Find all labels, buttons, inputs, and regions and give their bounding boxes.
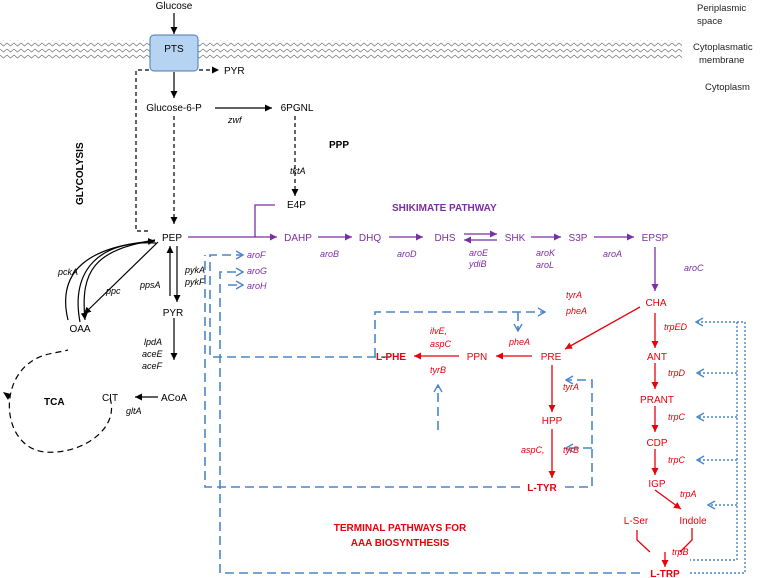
metabolite-hpp: HPP bbox=[542, 416, 563, 427]
trp-feedback-lines bbox=[690, 322, 746, 574]
glycolysis-arrows bbox=[8, 13, 299, 453]
gene-aroa: aroA bbox=[603, 249, 622, 259]
gene-trpa: trpA bbox=[680, 489, 697, 499]
metabolite-ltyr: L-TYR bbox=[527, 483, 557, 494]
gene-glta: gltA bbox=[126, 406, 142, 416]
metabolite-lser: L-Ser bbox=[624, 516, 649, 527]
gene-arob: aroB bbox=[320, 249, 339, 259]
metabolite-pyr: PYR bbox=[163, 308, 184, 319]
gene-phea: pheA bbox=[508, 337, 530, 347]
gene-arod: aroD bbox=[397, 249, 417, 259]
terminal-arrows bbox=[414, 306, 693, 567]
tca-label: TCA bbox=[44, 397, 65, 408]
metabolite-indole: Indole bbox=[679, 516, 707, 527]
metabolite-prant: PRANT bbox=[640, 395, 674, 406]
metabolite-ltrp: L-TRP bbox=[650, 569, 680, 578]
gene-ppsa: ppsA bbox=[139, 280, 161, 290]
gene-tyrb2: tyrB bbox=[563, 445, 579, 455]
gene-tyrb: tyrB bbox=[430, 365, 446, 375]
gene-aroh: aroH bbox=[247, 281, 267, 291]
metabolite-dhq: DHQ bbox=[359, 233, 381, 244]
gene-arol: aroL bbox=[536, 260, 554, 270]
gene-arog: aroG bbox=[247, 266, 267, 276]
gene-acef: aceF bbox=[142, 361, 163, 371]
pts-transporter bbox=[149, 34, 199, 72]
gene-trpc2: trpC bbox=[668, 455, 686, 465]
gene-trpd: trpD bbox=[668, 368, 686, 378]
shikimate-arrows bbox=[188, 204, 659, 291]
metabolite-ppn: PPN bbox=[467, 352, 488, 363]
gene-zwf: zwf bbox=[227, 115, 243, 125]
gene-ydib: ydiB bbox=[468, 259, 487, 269]
metabolite-igp: IGP bbox=[648, 479, 666, 490]
svg-text:space: space bbox=[697, 16, 722, 27]
metabolite-epsp: EPSP bbox=[642, 233, 669, 244]
ppp-label: PPP bbox=[329, 140, 349, 151]
region-periplasm: Periplasmic space bbox=[697, 3, 746, 27]
metabolite-cha: CHA bbox=[645, 298, 666, 309]
metabolite-pyr-top: PYR bbox=[224, 66, 245, 77]
metabolite-e4p: E4P bbox=[287, 200, 306, 211]
gene-phea-top: pheA bbox=[565, 306, 587, 316]
gene-lpda: lpdA bbox=[144, 337, 162, 347]
gene-arof: aroF bbox=[247, 250, 266, 260]
terminal-label-line2: AAA BIOSYNTHESIS bbox=[351, 538, 450, 549]
gene-trpb: trpB bbox=[672, 547, 689, 557]
gene-tyra-top: tyrA bbox=[566, 290, 582, 300]
membrane-band bbox=[0, 40, 682, 59]
metabolite-pep: PEP bbox=[162, 233, 182, 244]
pts-label: PTS bbox=[164, 44, 184, 55]
metabolite-cdp: CDP bbox=[646, 438, 667, 449]
svg-text:Cytoplasmatic: Cytoplasmatic bbox=[693, 42, 753, 53]
gene-aroe: aroE bbox=[469, 248, 489, 258]
gene-aroc: aroC bbox=[684, 263, 704, 273]
metabolite-oaa: OAA bbox=[69, 324, 90, 335]
metabolite-dhs: DHS bbox=[434, 233, 455, 244]
gene-trped: trpED bbox=[664, 322, 688, 332]
gene-pyka: pykA bbox=[184, 265, 205, 275]
feedback-lines bbox=[204, 255, 640, 574]
gene-pcka: pckA bbox=[57, 267, 78, 277]
metabolite-glucose: Glucose bbox=[156, 1, 193, 12]
gene-trpc1: trpC bbox=[668, 412, 686, 422]
gene-acee: aceE bbox=[142, 349, 164, 359]
gene-arok: aroK bbox=[536, 248, 556, 258]
gene-ilve: ilvE, bbox=[430, 326, 447, 336]
metabolite-dahp: DAHP bbox=[284, 233, 312, 244]
shikimate-label: SHIKIMATE PATHWAY bbox=[392, 203, 497, 214]
tca-arrowhead bbox=[3, 392, 11, 400]
gene-aspc: aspC bbox=[430, 339, 452, 349]
gene-tyra: tyrA bbox=[563, 382, 579, 392]
metabolite-ant: ANT bbox=[647, 352, 667, 363]
metabolite-pre: PRE bbox=[541, 352, 562, 363]
metabolite-cit: CIT bbox=[102, 393, 118, 404]
gene-pykf: pykF bbox=[184, 277, 205, 287]
metabolite-shk: SHK bbox=[505, 233, 526, 244]
terminal-label-line1: TERMINAL PATHWAYS FOR bbox=[334, 523, 467, 534]
metabolite-g6p: Glucose-6-P bbox=[146, 103, 202, 114]
metabolite-6pgnl: 6PGNL bbox=[281, 103, 314, 114]
region-cytoplasm: Cytoplasm bbox=[705, 82, 750, 93]
metabolite-lphe: L-PHE bbox=[376, 352, 406, 363]
metabolite-s3p: S3P bbox=[569, 233, 588, 244]
gene-ppc: ppc bbox=[105, 286, 121, 296]
metabolite-acoa: ACoA bbox=[161, 393, 187, 404]
gene-aspc2: aspC, bbox=[521, 445, 545, 455]
glycolysis-label: GLYCOLYSIS bbox=[75, 142, 86, 205]
gene-tkta: tktA bbox=[290, 166, 306, 176]
svg-text:membrane: membrane bbox=[699, 55, 744, 66]
region-membrane: Cytoplasmatic membrane bbox=[693, 42, 753, 66]
svg-text:Periplasmic: Periplasmic bbox=[697, 3, 746, 14]
